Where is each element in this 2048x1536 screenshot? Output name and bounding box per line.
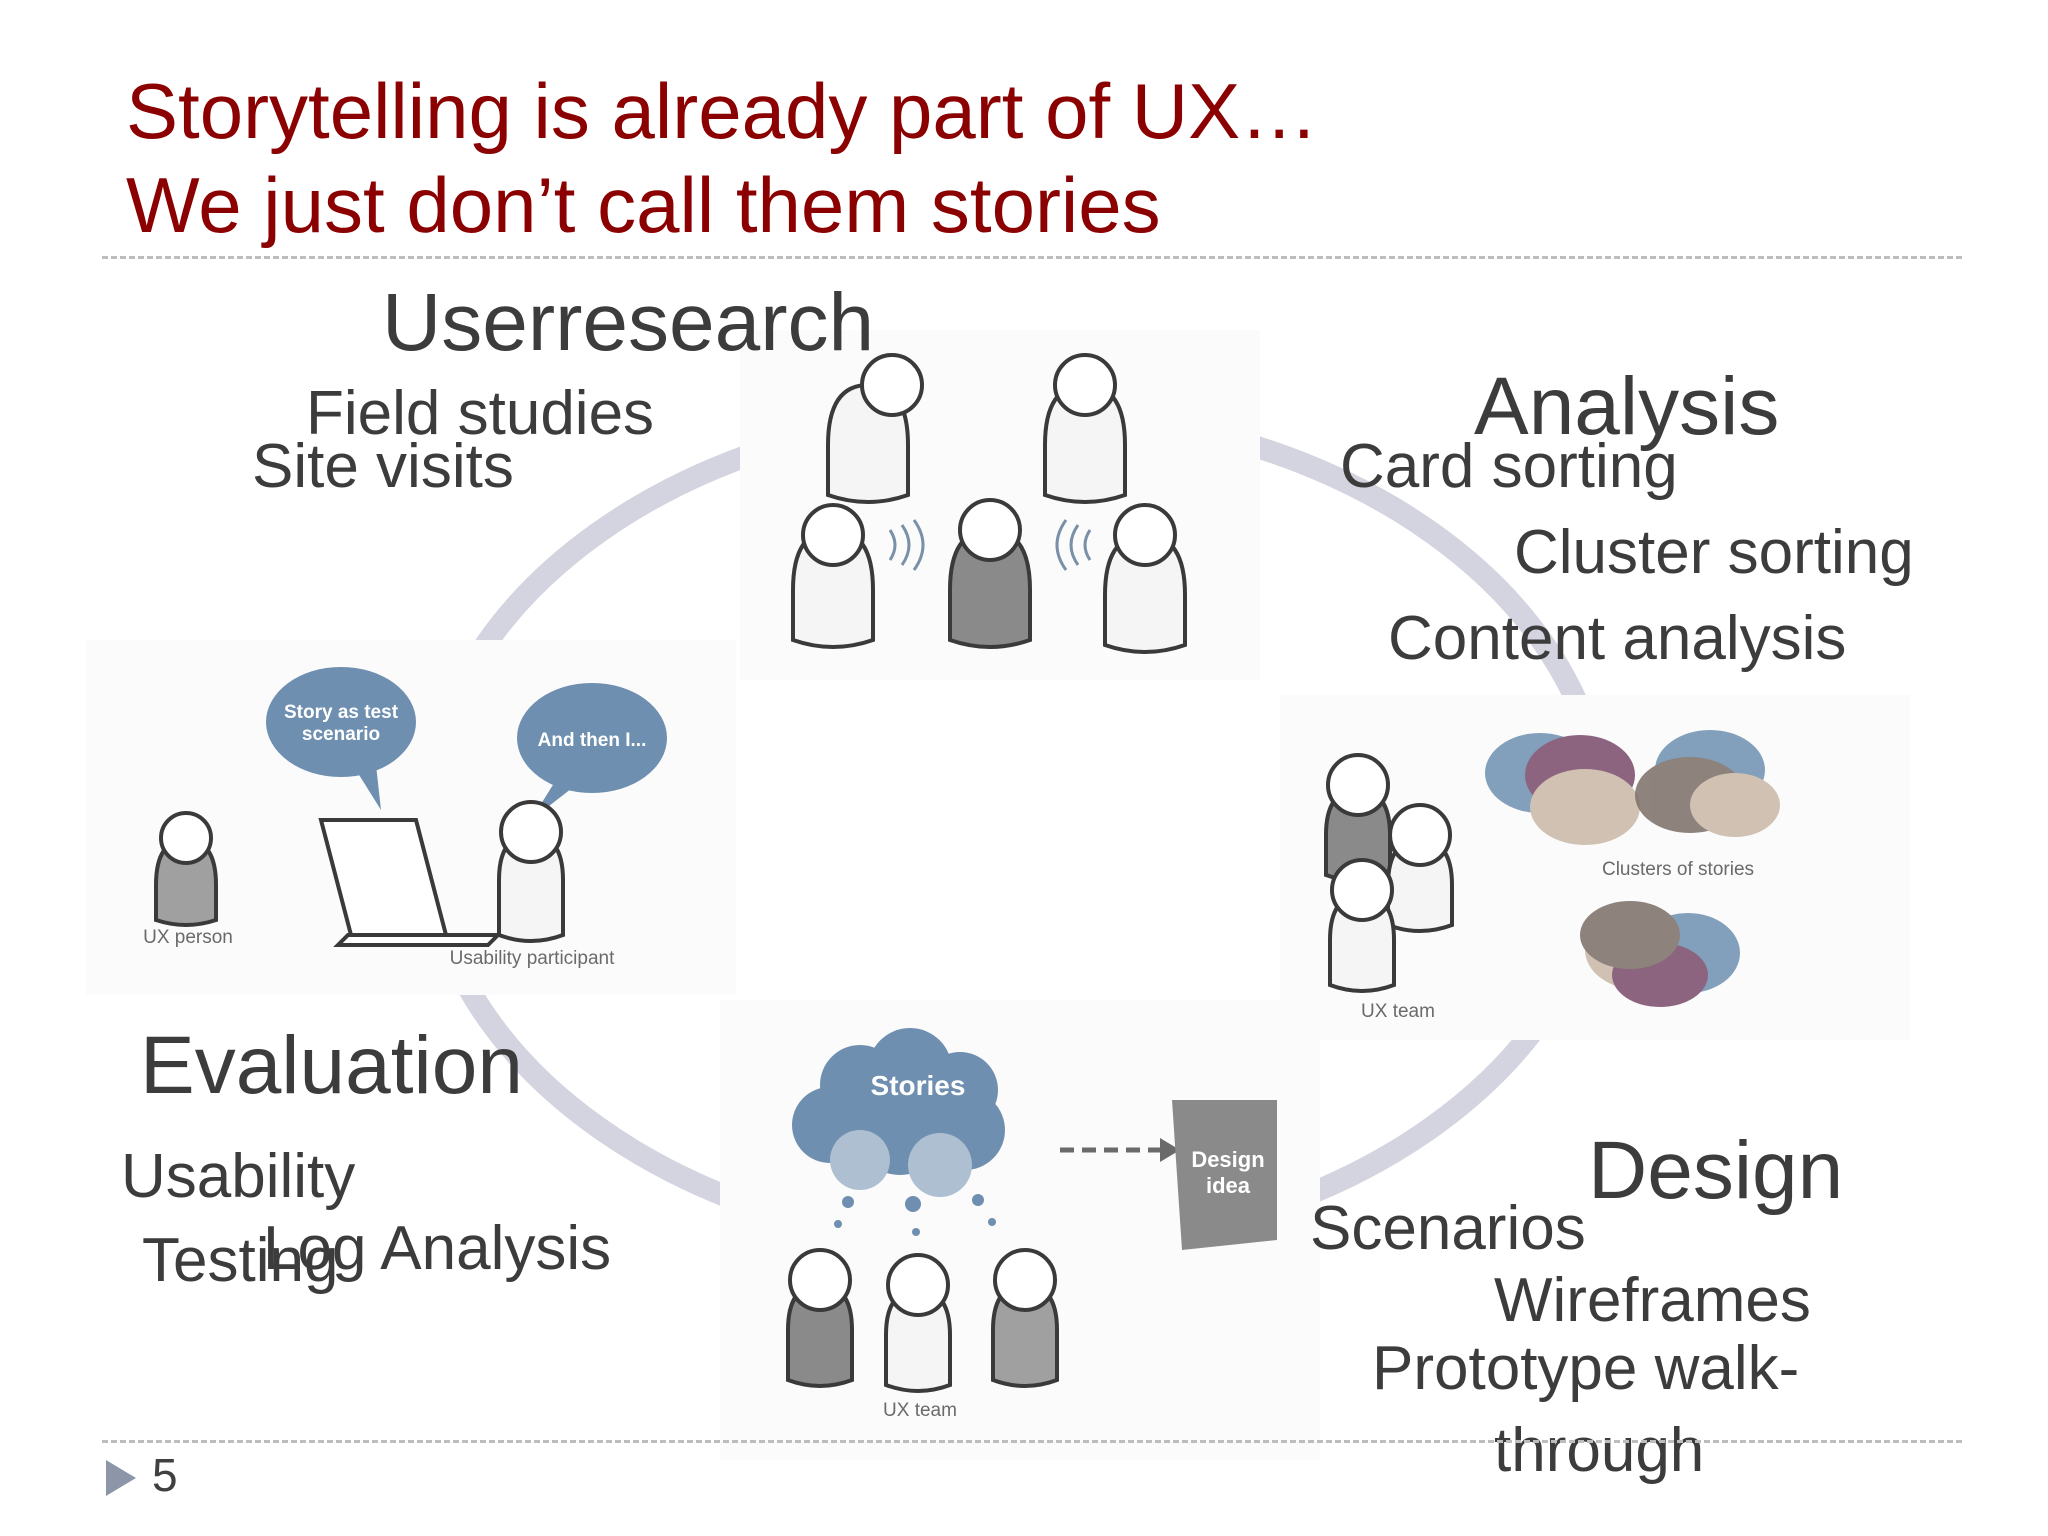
rain-dots — [834, 1194, 996, 1236]
person-icon — [786, 1248, 854, 1388]
person-icon — [1043, 353, 1127, 504]
person-icon — [154, 811, 218, 927]
design-idea-doc: Design idea — [1172, 1100, 1277, 1250]
section-heading-user-research: Userresearch — [382, 277, 875, 368]
story-cluster-2 — [1635, 730, 1780, 837]
cloud-label: Stories — [871, 1070, 966, 1101]
bottom-divider — [102, 1440, 1962, 1443]
item-content-analysis: Content analysis — [1388, 604, 1847, 673]
slide-title-line-2: We just don’t call them stories — [126, 161, 1161, 249]
person-icon — [1324, 753, 1392, 883]
person-icon — [1386, 803, 1454, 933]
speech-bubble-right: And then I... — [517, 683, 667, 820]
section-heading-evaluation: Evaluation — [140, 1020, 523, 1111]
slide-title-line-1: Storytelling is already part of UX… — [126, 67, 1319, 155]
page-number: 5 — [152, 1449, 178, 1501]
person-icon — [948, 498, 1032, 649]
item-log-analysis: Log Analysis — [263, 1214, 612, 1283]
person-icon — [884, 1253, 952, 1393]
design-illustration: Stories Design idea UX team — [786, 1028, 1277, 1421]
person-icon — [791, 503, 875, 649]
doc-text-line-1: Design — [1191, 1147, 1264, 1172]
sound-waves-icon — [888, 519, 1092, 571]
item-prototype-walk: Prototype walk- — [1372, 1334, 1800, 1403]
caption-ux-team: UX team — [883, 1400, 957, 1421]
user-research-illustration — [791, 353, 1187, 654]
caption-clusters-of-stories: Clusters of stories — [1602, 859, 1754, 880]
caption-ux-team: UX team — [1361, 1001, 1435, 1022]
caption-usability-participant: Usability participant — [450, 948, 615, 969]
story-cluster-3 — [1580, 901, 1740, 1007]
bubble-text: And then I... — [538, 730, 647, 751]
person-icon — [991, 1248, 1059, 1388]
section-heading-design: Design — [1588, 1125, 1844, 1216]
analysis-illustration: Clusters of stories UX team — [1324, 730, 1780, 1022]
item-field-studies: Field studies — [306, 379, 655, 448]
item-site-visits: Site visits — [252, 432, 514, 501]
person-icon — [1328, 858, 1396, 993]
person-icon — [497, 800, 565, 943]
speech-bubble-left: Story as test scenario — [266, 667, 416, 810]
item-wireframes: Wireframes — [1494, 1266, 1811, 1335]
story-cluster-1 — [1485, 733, 1640, 845]
item-usability: Usability — [121, 1142, 356, 1211]
caption-ux-person: UX person — [143, 927, 233, 948]
person-icon — [1103, 503, 1187, 654]
item-card-sorting: Card sorting — [1340, 432, 1678, 501]
section-heading-analysis: Analysis — [1474, 361, 1780, 452]
bubble-text-line-2: scenario — [302, 724, 380, 745]
play-triangle-icon — [106, 1460, 136, 1496]
doc-text-line-2: idea — [1206, 1173, 1251, 1198]
evaluation-illustration: Story as test scenario And then I... UX … — [143, 667, 667, 969]
item-prototype-through: through — [1494, 1416, 1705, 1485]
bubble-text-line-1: Story as test — [284, 702, 399, 723]
laptop-icon — [318, 818, 503, 947]
item-testing: Testing — [142, 1226, 339, 1295]
top-divider — [102, 256, 1962, 259]
arrow-icon — [1060, 1138, 1180, 1162]
item-cluster-sorting: Cluster sorting — [1514, 518, 1914, 587]
stories-cloud: Stories — [792, 1028, 1005, 1197]
item-scenarios: Scenarios — [1310, 1194, 1586, 1263]
person-icon — [826, 353, 924, 504]
